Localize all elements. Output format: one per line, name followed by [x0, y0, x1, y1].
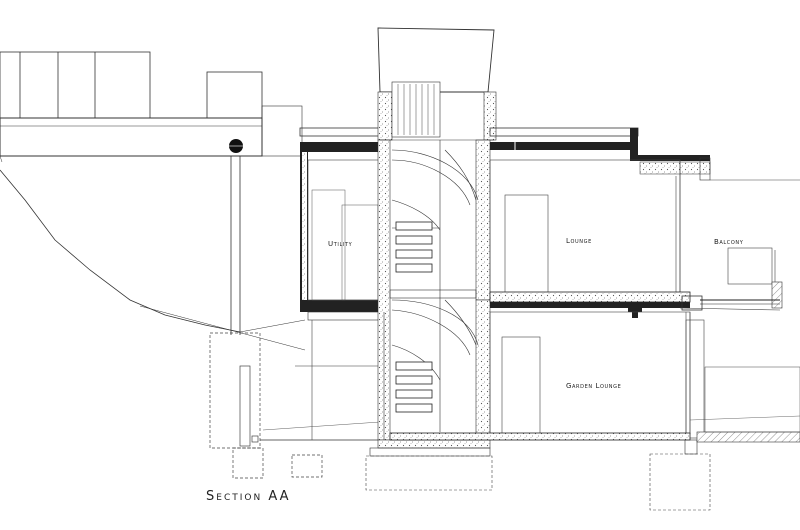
- roof-slab: [489, 127, 711, 181]
- first-floor-slab: [489, 291, 703, 318]
- downpipe: [230, 156, 241, 335]
- utility-room: [299, 127, 389, 440]
- balcony: [679, 179, 800, 311]
- drawing-title: Section AA: [206, 489, 290, 504]
- lounge-room: [489, 159, 681, 295]
- foundation-left: [209, 332, 323, 479]
- stair-core: [377, 27, 497, 449]
- garden-lounge-room: [489, 311, 705, 439]
- lounge-label: Lounge: [566, 237, 592, 245]
- neighbour-building: [0, 51, 303, 157]
- ground-slope: [0, 155, 306, 351]
- ground-line-left: [260, 365, 381, 441]
- balcony-label: Balcony: [714, 238, 744, 246]
- garden-lounge-label: Garden Lounge: [566, 382, 621, 390]
- utility-label: Utility: [328, 240, 353, 248]
- ground-slab: [365, 432, 711, 511]
- garden-ground-right: [689, 366, 800, 443]
